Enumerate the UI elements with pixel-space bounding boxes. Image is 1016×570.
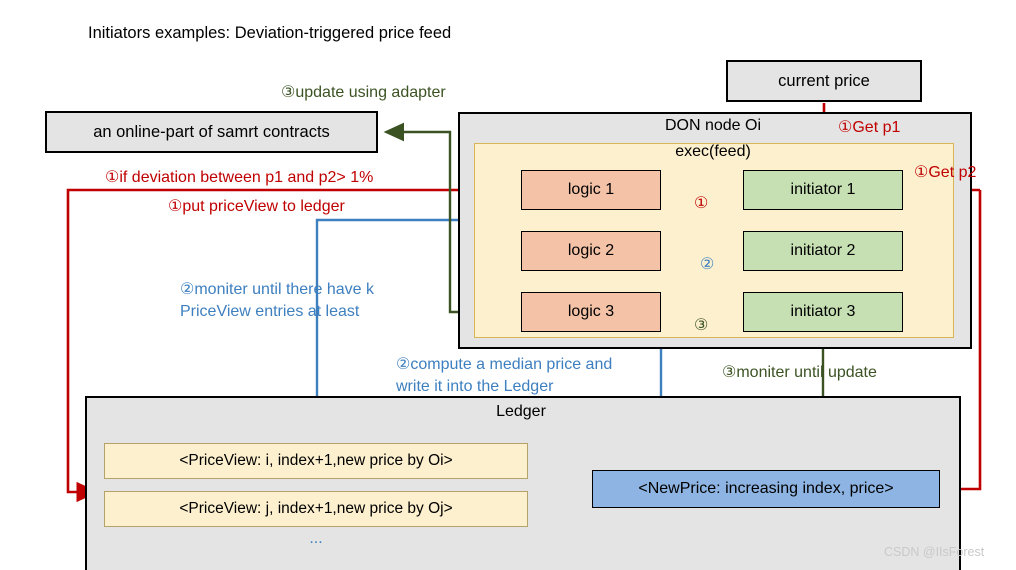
annotation-monitor-k-entries-line2: PriceView entries at least	[180, 303, 360, 320]
new-price-box[interactable]: <NewPrice: increasing index, price>	[592, 470, 940, 508]
annotation-deviation: ①if deviation between p1 and p2> 1%	[105, 169, 374, 186]
logic-1-box[interactable]: logic 1	[521, 170, 661, 210]
step-marker-3: ③	[694, 317, 709, 334]
annotation-get-p2: ①Get p2	[914, 164, 977, 181]
exec-feed-label: exec(feed)	[675, 143, 751, 160]
price-view-entry-1[interactable]: <PriceView: i, index+1,new price by Oi>	[104, 443, 528, 479]
logic-2-box[interactable]: logic 2	[521, 231, 661, 271]
annotation-monitor-k-entries-line1: ②moniter until there have k	[180, 281, 374, 298]
logic-3-box[interactable]: logic 3	[521, 292, 661, 332]
annotation-put-priceview: ①put priceView to ledger	[168, 198, 345, 215]
annotation-monitor-k-entries: ②moniter until there have k PriceView en…	[180, 279, 374, 323]
annotation-get-p1: ①Get p1	[838, 119, 901, 136]
watermark: CSDN @IIsForest	[884, 545, 985, 559]
initiator-3-box[interactable]: initiator 3	[743, 292, 903, 332]
don-node-label: DON node Oi	[664, 117, 762, 134]
annotation-monitor-until-update: ③moniter until update	[722, 364, 877, 381]
online-part-smart-contracts-box[interactable]: an online-part of samrt contracts	[45, 111, 378, 153]
page-title: Initiators examples: Deviation-triggered…	[88, 24, 452, 42]
price-view-entry-2[interactable]: <PriceView: j, index+1,new price by Oj>	[104, 491, 528, 527]
step-marker-1: ①	[694, 195, 709, 212]
annotation-update-using-adapter: ③update using adapter	[281, 84, 446, 101]
annotation-compute-median: ②compute a median price and write it int…	[396, 354, 612, 398]
ledger-label: Ledger	[496, 403, 546, 420]
step-marker-2: ②	[700, 256, 715, 273]
annotation-compute-median-line2: write it into the Ledger	[396, 378, 554, 395]
current-price-box[interactable]: current price	[726, 60, 922, 102]
initiator-1-box[interactable]: initiator 1	[743, 170, 903, 210]
annotation-compute-median-line1: ②compute a median price and	[396, 356, 613, 373]
initiator-2-box[interactable]: initiator 2	[743, 231, 903, 271]
price-view-ellipsis: ...	[309, 530, 323, 547]
